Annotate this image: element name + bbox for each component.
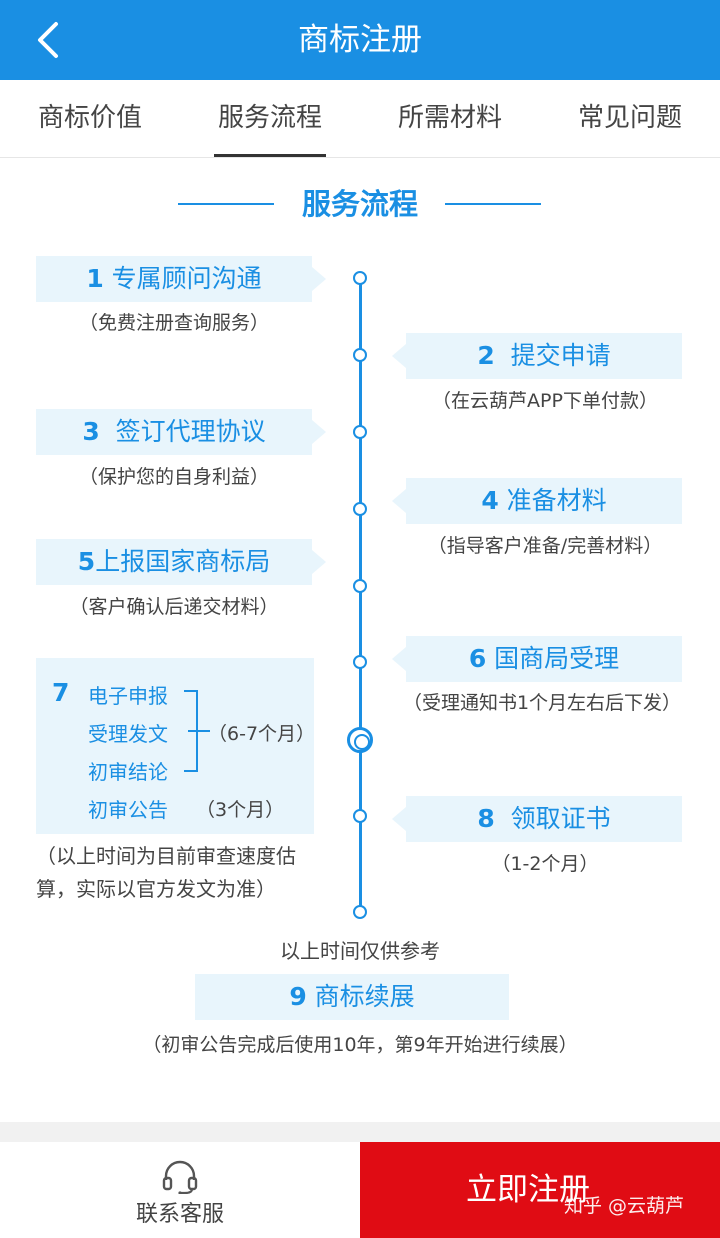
step-2-title: 2 提交申请	[477, 341, 611, 370]
tab-trademark-value[interactable]: 商标价值	[37, 103, 142, 133]
timeline-dot-4	[353, 502, 367, 516]
step-1-box: 1 专属顾问沟通	[36, 256, 326, 302]
timeline-dot-1	[353, 271, 367, 285]
timeline-dot-3	[353, 425, 367, 439]
bottom-separator	[0, 1122, 720, 1142]
timeline-dot-2	[353, 348, 367, 362]
timeline-dot-7	[347, 727, 373, 753]
tab-required-materials[interactable]: 所需材料	[397, 103, 502, 133]
timeline-dot-5	[353, 579, 367, 593]
step-5-title: 5上报国家商标局	[77, 547, 271, 576]
page-title: 商标注册	[298, 22, 422, 58]
register-now-label: 立即注册	[466, 1172, 590, 1208]
step-3-note: （保护您的自身利益）	[78, 466, 269, 488]
step-6-title: 6 国商局受理	[468, 644, 620, 673]
reference-note: 以上时间仅供参考	[280, 939, 440, 963]
step-7-number: 7	[52, 678, 70, 707]
step-4-note: （指导客户准备/完善材料）	[427, 535, 663, 557]
contact-service-label: 联系客服	[135, 1202, 224, 1227]
watermark: 知乎 @云葫芦	[564, 1195, 685, 1217]
step-9-note: （初审公告完成后使用10年，第9年开始进行续展）	[142, 1034, 578, 1056]
heading-line-left	[178, 203, 274, 205]
timeline-dot-8	[353, 809, 367, 823]
step-9-title: 9 商标续展	[289, 982, 415, 1011]
bottom-action-bar: 联系客服 立即注册	[0, 1142, 720, 1238]
step-3-box: 3 签订代理协议	[36, 409, 326, 455]
step-7-box: 7 电子申报 受理发文 初审结论 初审公告 （6-7个月） （3个月）	[36, 658, 316, 834]
step-3-title: 3 签订代理协议	[82, 417, 266, 446]
step-7-range: （6-7个月）	[208, 723, 316, 745]
step-2-note: （在云葫芦APP下单付款）	[432, 390, 658, 412]
step-7-bracket-mid	[188, 730, 210, 732]
step-4-box: 4 准备材料	[392, 478, 682, 524]
tab-bar: 商标价值 服务流程 所需材料 常见问题	[0, 80, 720, 158]
step-1-note: （免费注册查询服务）	[78, 312, 269, 334]
tab-service-process[interactable]: 服务流程	[180, 80, 360, 157]
timeline-dot-end	[353, 905, 367, 919]
step-5-note: （客户确认后递交材料）	[69, 596, 279, 618]
app-header: 商标注册	[0, 0, 720, 80]
section-heading: 服务流程	[0, 180, 720, 228]
step-2-box: 2 提交申请	[392, 333, 682, 379]
register-now-button[interactable]: 立即注册	[360, 1142, 720, 1238]
contact-service-button[interactable]: 联系客服	[0, 1142, 360, 1238]
headset-icon	[162, 1160, 198, 1194]
back-arrow-icon[interactable]	[26, 18, 70, 62]
timing-disclaimer-line-2: 算，实际以官方发文为准）	[36, 877, 276, 901]
heading-line-right	[445, 203, 541, 205]
tab-faq[interactable]: 常见问题	[577, 103, 682, 133]
step-7-gazette-duration: （3个月）	[196, 799, 285, 821]
step-1-title: 1 专属顾问沟通	[86, 264, 262, 293]
timing-disclaimer: （以上时间为目前审查速度估 算，实际以官方发文为准）	[36, 840, 336, 906]
step-8-box: 8 领取证书	[392, 796, 682, 842]
step-6-box: 6 国商局受理	[392, 636, 682, 682]
timeline-dot-6	[353, 655, 367, 669]
step-7-item-preliminary-conclusion: 初审结论	[88, 760, 168, 784]
timeline-line	[359, 278, 362, 912]
step-9-box: 9 商标续展	[195, 974, 509, 1020]
step-8-title: 8 领取证书	[477, 804, 611, 833]
step-4-title: 4 准备材料	[481, 486, 607, 515]
step-8-note: （1-2个月）	[491, 853, 599, 875]
step-7-item-preliminary-gazette: 初审公告	[88, 798, 168, 822]
step-6-note: （受理通知书1个月左右后下发）	[402, 692, 682, 714]
step-7-item-electronic-filing: 电子申报	[88, 684, 168, 708]
step-7-item-acceptance-notice: 受理发文	[88, 722, 168, 746]
step-5-box: 5上报国家商标局	[36, 539, 326, 585]
timing-disclaimer-line-1: （以上时间为目前审查速度估	[36, 844, 296, 868]
section-title-text: 服务流程	[301, 187, 418, 221]
